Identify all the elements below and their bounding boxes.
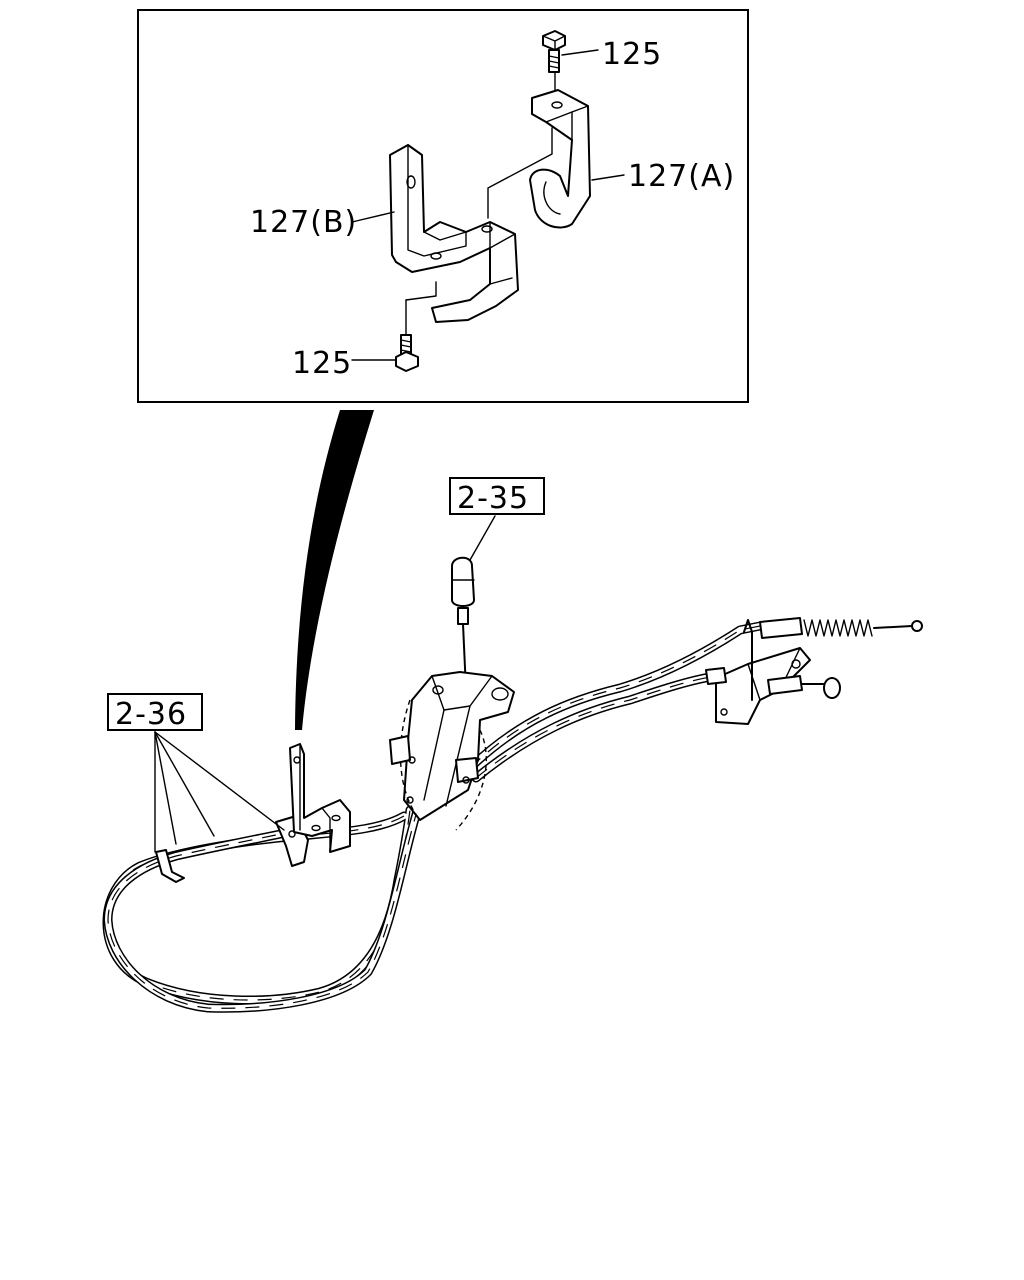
leader-2-35 — [469, 515, 496, 561]
leader-2-36-c — [154, 731, 215, 837]
clip-127a — [529, 89, 591, 229]
leader-bolt-top — [561, 49, 599, 56]
ref-2-35-label: 2-35 — [457, 481, 529, 516]
cable-clamp-1 — [155, 849, 185, 883]
ref-2-36: 2-36 — [107, 693, 285, 853]
transmission-bracket — [705, 619, 811, 725]
callout-127a: 127(A) — [628, 159, 735, 194]
ref-2-36-label: 2-36 — [115, 697, 187, 732]
bracket-127b — [389, 144, 519, 323]
bolt-125-top — [542, 30, 566, 101]
detail-inset: 125 127(A) 127(B) 125 — [137, 9, 749, 403]
assembly-line-upper — [487, 127, 553, 219]
shifter-assembly — [389, 556, 515, 831]
cable-end-rod — [767, 675, 841, 699]
leader-2-36-d — [154, 731, 285, 831]
detail-inset-frame — [137, 9, 749, 403]
callout-127b: 127(B) — [250, 205, 357, 240]
callout-125-top: 125 — [602, 37, 662, 72]
callout-125-bottom: 125 — [292, 346, 352, 381]
ref-2-35: 2-35 — [449, 477, 545, 561]
cable-bracket — [289, 743, 351, 853]
detail-pointer — [295, 410, 374, 730]
bolt-125-bottom — [395, 299, 419, 372]
leader-clip-a — [591, 174, 625, 181]
leader-2-36-b — [154, 731, 177, 845]
cable-end-spring — [759, 617, 923, 639]
shift-cable-assembly — [102, 556, 923, 1013]
leader-bracket-b — [351, 211, 395, 223]
assembly-line-lower — [405, 281, 437, 301]
